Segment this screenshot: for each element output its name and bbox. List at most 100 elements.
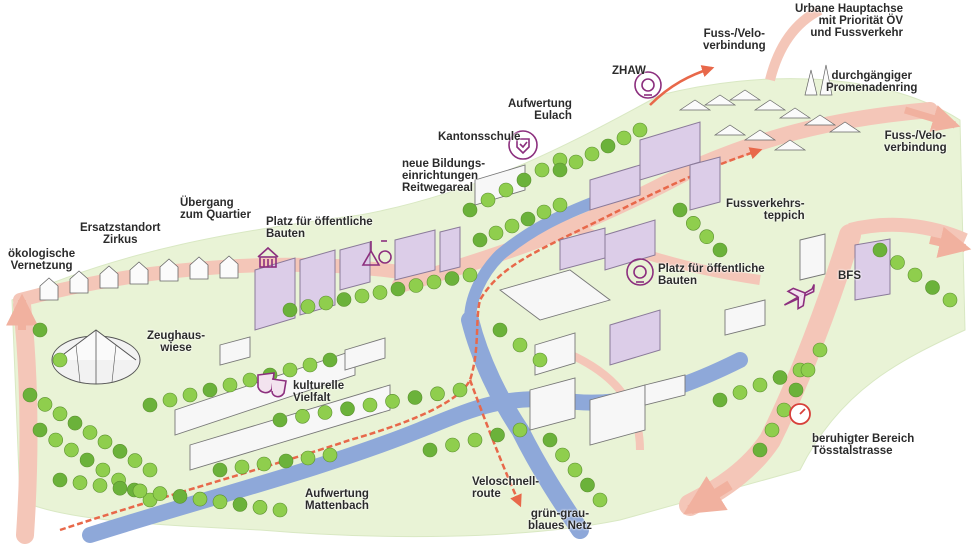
tree xyxy=(764,422,780,438)
tree xyxy=(907,267,923,283)
label-ersatzstandort-zirkus: Ersatzstandort Zirkus xyxy=(80,222,161,246)
tree xyxy=(812,342,828,358)
arrow-north-east xyxy=(903,105,961,132)
arrow-south xyxy=(683,476,733,515)
tree xyxy=(776,402,792,418)
tree xyxy=(490,427,505,443)
houses-north-west xyxy=(39,255,239,301)
tree xyxy=(112,480,128,496)
shield-gear-icon xyxy=(508,130,538,160)
tree xyxy=(472,232,488,248)
tree xyxy=(300,450,316,466)
tree xyxy=(942,292,958,308)
tree xyxy=(48,432,64,448)
tree xyxy=(516,172,532,188)
tree xyxy=(592,492,608,508)
road-south-curve xyxy=(558,346,644,451)
tree xyxy=(82,425,98,440)
label-oekologische-vernetzung: ökologische Vernetzung xyxy=(8,248,76,272)
tree xyxy=(685,216,701,231)
tree xyxy=(112,443,128,459)
tree xyxy=(37,397,53,412)
tree xyxy=(512,422,528,438)
tree xyxy=(192,491,208,507)
tree xyxy=(282,302,298,318)
tree xyxy=(162,392,178,408)
tree xyxy=(752,442,768,458)
tree xyxy=(52,406,68,422)
tree xyxy=(408,278,424,293)
label-bfs: BFS xyxy=(838,270,861,282)
label-aufwertung-eulach: Aufwertung Eulach xyxy=(508,98,572,122)
tree xyxy=(699,229,715,244)
tree xyxy=(212,462,228,478)
airplane-icon xyxy=(784,284,815,311)
gear-bulb-icon xyxy=(634,71,662,99)
tree xyxy=(234,459,250,475)
tree xyxy=(79,452,95,468)
tree xyxy=(300,299,316,314)
tree xyxy=(512,337,528,353)
tree xyxy=(336,292,352,307)
tree xyxy=(354,288,370,304)
tree xyxy=(372,285,388,300)
tree xyxy=(552,197,568,213)
tree xyxy=(322,352,338,368)
buildings-purple xyxy=(254,121,891,366)
label-neue-bildungseinrichtungen: neue Bildungs- einrichtungen Reitwegarea… xyxy=(402,158,486,194)
tree xyxy=(385,393,400,409)
tree xyxy=(452,382,468,398)
label-uebergang-quartier: Übergang zum Quartier xyxy=(180,197,251,221)
tree xyxy=(488,225,504,241)
gear-bulb-icon xyxy=(626,258,654,286)
tree xyxy=(127,453,143,468)
tree xyxy=(492,322,508,338)
road-central-link xyxy=(557,215,761,285)
label-zhaw: ZHAW xyxy=(612,65,646,77)
tree xyxy=(232,497,248,512)
tree xyxy=(712,242,728,258)
theater-masks-icon xyxy=(257,372,287,398)
tree xyxy=(890,255,905,270)
tree xyxy=(788,382,804,398)
tree xyxy=(132,483,148,499)
tree xyxy=(567,462,583,478)
tree xyxy=(202,382,218,398)
tree xyxy=(632,122,648,138)
bike-route-north xyxy=(649,65,715,106)
trees xyxy=(22,122,958,518)
tree xyxy=(317,405,333,420)
label-promenadenring: durchgängiger Promenadenring xyxy=(826,70,918,94)
label-beruhigter-bereich: beruhigter Bereich Tösstalstrasse xyxy=(812,433,915,457)
tree xyxy=(67,415,83,431)
tree xyxy=(498,182,514,198)
tree xyxy=(362,397,378,413)
tree xyxy=(322,447,338,463)
tree xyxy=(584,146,600,162)
label-zeughauswiese: Zeughaus- wiese xyxy=(147,330,206,354)
tree xyxy=(242,372,258,388)
tree xyxy=(426,274,442,290)
tree xyxy=(462,267,478,283)
tree xyxy=(504,218,520,234)
tree xyxy=(872,242,888,258)
label-kulturelle-vielfalt: kulturelle Vielfalt xyxy=(293,380,345,404)
tree xyxy=(278,453,294,469)
tree xyxy=(302,357,318,373)
tree xyxy=(72,475,88,491)
building-icon xyxy=(257,246,279,268)
tree xyxy=(52,472,68,488)
tree xyxy=(925,280,940,295)
tree xyxy=(222,377,238,393)
speedometer-icon xyxy=(789,403,811,425)
tree xyxy=(480,192,496,208)
tree xyxy=(445,437,460,453)
tree xyxy=(97,434,113,450)
tree xyxy=(64,442,79,458)
label-aufwertung-mattenbach: Aufwertung Mattenbach xyxy=(305,488,369,512)
old-town xyxy=(678,64,862,151)
bike-route-veloschnellroute xyxy=(59,147,763,532)
label-urbane-hauptachse: Urbane Hauptachse mit Priorität ÖV und F… xyxy=(795,3,904,39)
label-fussverkehrsteppich: Fussverkehrs- teppich xyxy=(726,198,805,222)
tree xyxy=(536,204,552,220)
